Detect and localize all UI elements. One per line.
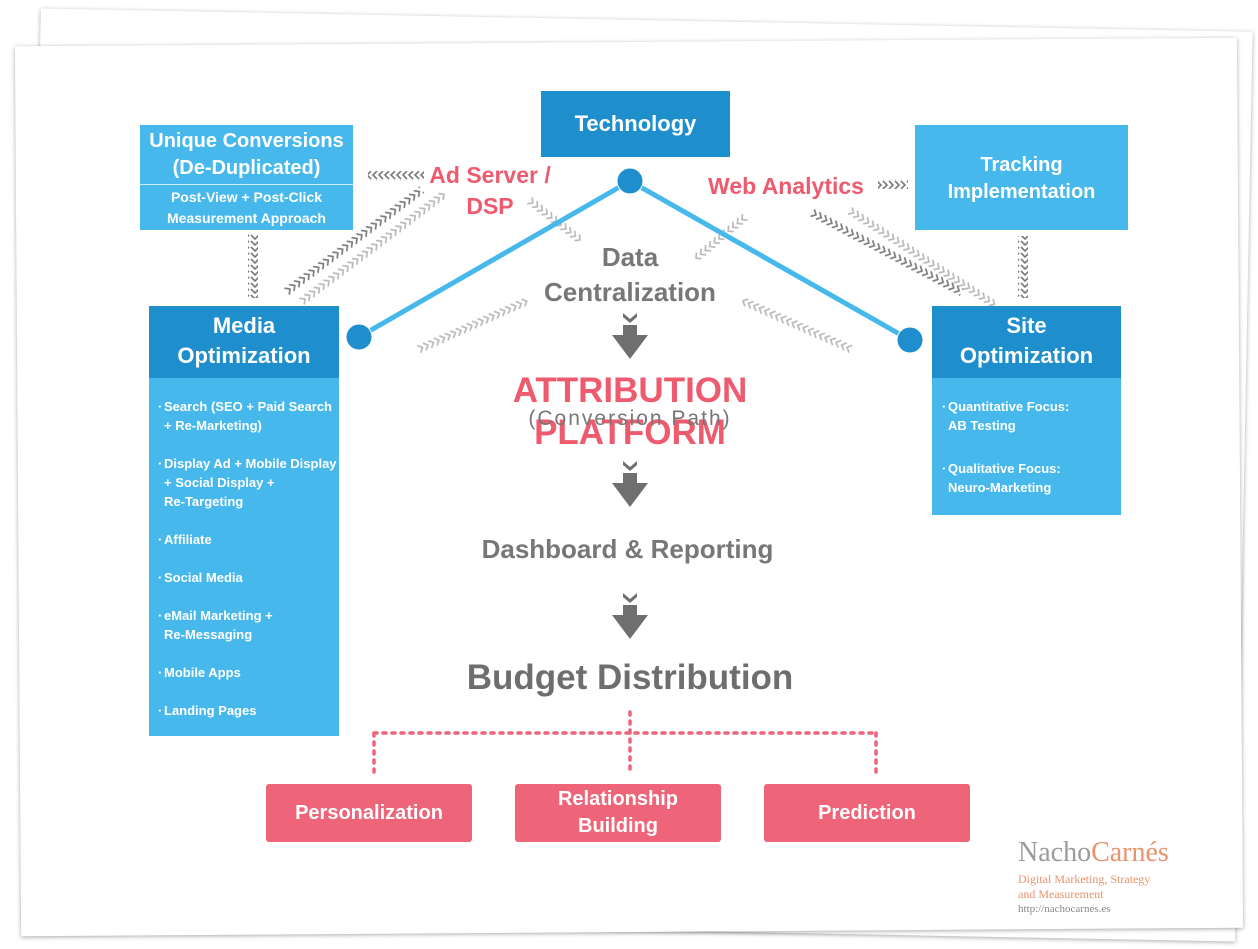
relationship-building-box: Relationship Building [515, 784, 721, 842]
site-focus-item: ·Qualitative Focus:Neuro-Marketing [942, 461, 1061, 495]
down-arrow-3 [612, 593, 648, 639]
media-channel-item: ·Affiliate [158, 532, 212, 547]
technology-box: Technology [541, 91, 730, 157]
unique-conversions-title: Unique Conversions (De-Duplicated) [149, 130, 344, 179]
bullet-icon: · [158, 456, 163, 471]
chevron-arrow-down-left [248, 234, 258, 298]
site-focus-list: ·Quantitative Focus:AB Testing ·Qualitati… [942, 397, 1118, 507]
chevron-diagonal-7 [846, 206, 999, 310]
chevron-arrow-left [368, 171, 424, 181]
connector-node-top [616, 167, 644, 195]
down-arrow-2 [612, 461, 648, 507]
site-focus-item: ·Quantitative Focus:AB Testing [942, 399, 1070, 433]
chevron-diagonal-1 [283, 185, 425, 296]
bullet-icon: · [158, 570, 163, 585]
unique-conversions-subtitle: Post-View + Post-Click Measurement Appro… [140, 184, 353, 229]
media-channel-item: ·eMail Marketing +Re-Messaging [158, 608, 273, 642]
bullet-icon: · [942, 399, 947, 414]
budget-distribution-label: Budget Distribution [466, 658, 794, 697]
media-channel-item: ·Social Media [158, 570, 243, 585]
dashboard-reporting-label: Dashboard & Reporting [481, 534, 774, 564]
connector-line-right [628, 178, 912, 343]
site-optimization-list-panel [932, 378, 1121, 515]
bullet-icon: · [158, 532, 163, 547]
technology-label: Technology [574, 111, 697, 136]
tracking-implementation-box: Tracking Implementation [915, 125, 1128, 230]
attribution-platform-subtitle: (Conversion Path) [528, 407, 732, 430]
media-channel-list: ·Search (SEO + Paid Search+ Re-Marketing… [158, 397, 344, 727]
data-centralization-label: Data Centralization [544, 242, 716, 307]
attribution-platform-title: ATTRIBUTION PLATFORM [512, 371, 748, 452]
chevron-diagonal-3 [416, 296, 530, 355]
bullet-icon: · [158, 665, 163, 680]
chevron-diagonal-2 [298, 189, 448, 306]
down-arrow-1 [612, 313, 648, 359]
media-optimization-header: Media Optimization [149, 306, 339, 378]
chevron-diagonal-5 [692, 212, 749, 263]
chevron-diagonal-6 [809, 208, 965, 297]
media-channel-item: ·Mobile Apps [158, 665, 241, 680]
chevron-arrow-down-right [1018, 236, 1028, 298]
site-optimization-header: Site Optimization [932, 306, 1121, 378]
connector-line-left [357, 178, 632, 340]
ad-server-dsp-label: Ad Server / DSP [429, 162, 551, 219]
bullet-icon: · [158, 608, 163, 623]
bullet-icon: · [158, 703, 163, 718]
author-logo: NachoCarnés Digital Marketing, Strategy … [1018, 837, 1169, 916]
media-channel-item: ·Landing Pages [158, 703, 257, 718]
bullet-icon: · [158, 399, 163, 414]
personalization-box: Personalization [266, 784, 472, 842]
media-optimization-list-panel [149, 378, 339, 736]
connector-node-right [896, 326, 924, 354]
web-analytics-label: Web Analytics [708, 173, 864, 199]
chevron-diagonal-8 [739, 296, 854, 354]
media-channel-item: ·Search (SEO + Paid Search+ Re-Marketing… [158, 399, 332, 433]
media-channel-item: ·Display Ad + Mobile Display+ Social Dis… [158, 456, 337, 509]
connector-node-left [345, 323, 373, 351]
unique-conversions-box: Unique Conversions (De-Duplicated) Post-… [140, 125, 353, 230]
prediction-box: Prediction [764, 784, 970, 842]
bullet-icon: · [942, 461, 947, 476]
dotted-tree-connector [372, 710, 878, 777]
chevron-diagonal-4 [525, 196, 585, 245]
chevron-arrow-right [878, 179, 908, 189]
